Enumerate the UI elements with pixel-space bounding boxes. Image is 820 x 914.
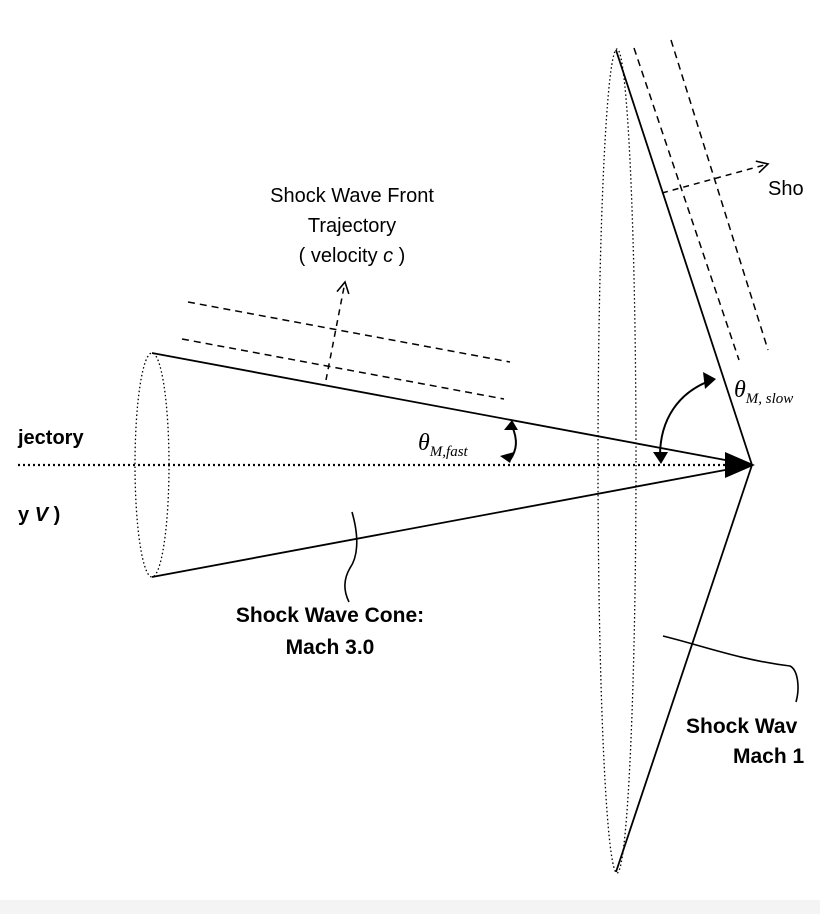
front-label-line3: ( velocity c ) (299, 245, 406, 267)
fast-front-dashed-line-2 (181, 338, 505, 400)
slow-front-dashed-line-1 (633, 47, 740, 361)
front-label-line1: Shock Wave Front (270, 185, 434, 207)
fast-angle-arrowhead-up (504, 420, 518, 430)
right-front-label: Sho (768, 178, 804, 200)
projectile-arrowhead (725, 452, 755, 478)
slow-angle-arrowhead-top (703, 372, 716, 389)
slow-angle-arc (659, 379, 713, 457)
slow-cone-label-line2: Mach 1 (733, 745, 805, 768)
fast-cone-upper-edge (151, 352, 753, 466)
slow-angle-label: θM, slow (734, 377, 793, 407)
slow-cone-label-line1: Shock Wav (686, 715, 798, 738)
fast-cone-base-ellipse (134, 352, 170, 578)
slow-cone-leader-line (662, 635, 799, 703)
fast-cone-lower-edge (151, 464, 753, 578)
page-margin (0, 900, 820, 914)
fast-cone-leader-line (344, 511, 358, 603)
slow-cone-base-ellipse (597, 48, 637, 874)
fast-front-dashed-line-1 (187, 301, 511, 363)
fast-front-velocity-arrow (325, 280, 350, 381)
velocity-label: y V ) (18, 504, 60, 526)
slow-angle-arrowhead-bottom (653, 452, 668, 464)
fast-cone-label-line2: Mach 3.0 (286, 636, 375, 659)
slow-front-dashed-line-2 (670, 39, 769, 351)
trajectory-label: jectory (17, 427, 84, 449)
slow-cone-upper-edge (615, 49, 753, 466)
fast-angle-arrowhead-down (500, 452, 514, 463)
fast-angle-label: θM,fast (418, 430, 469, 460)
slow-cone-lower-edge (615, 464, 753, 873)
fast-cone-label-line1: Shock Wave Cone: (236, 604, 424, 627)
slow-front-velocity-arrow (661, 160, 770, 194)
front-label-line2: Trajectory (308, 215, 396, 237)
